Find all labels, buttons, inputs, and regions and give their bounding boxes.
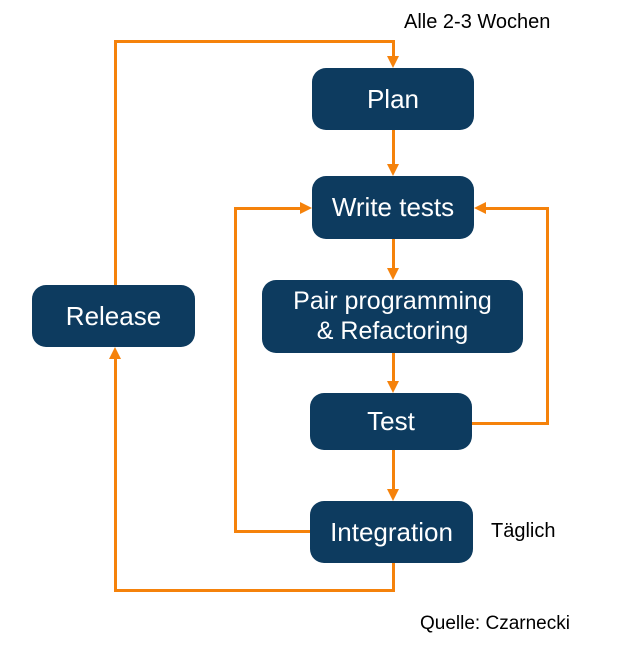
connector-segment bbox=[392, 239, 395, 269]
connector-segment bbox=[392, 40, 395, 58]
connector-segment bbox=[235, 530, 310, 533]
node-plan-label: Plan bbox=[366, 83, 420, 114]
arrowhead-down-icon bbox=[387, 56, 399, 68]
arrowhead-down-icon bbox=[387, 164, 399, 176]
arrowhead-down-icon bbox=[387, 268, 399, 280]
node-integration-label: Integration bbox=[330, 516, 453, 547]
node-pair-programming-label-line1: Pair programming bbox=[293, 287, 492, 315]
node-integration: Integration bbox=[310, 501, 473, 563]
node-write-tests: Write tests bbox=[312, 176, 474, 239]
connector-segment bbox=[392, 130, 395, 165]
arrowhead-down-icon bbox=[387, 381, 399, 393]
node-pair-programming-label-line2: & Refactoring bbox=[316, 316, 469, 345]
connector-segment bbox=[486, 207, 549, 210]
node-write-tests-label: Write tests bbox=[331, 192, 455, 223]
connector-segment bbox=[546, 207, 549, 425]
connector-segment bbox=[234, 207, 300, 210]
daily-label: Täglich bbox=[491, 520, 556, 542]
connector-segment bbox=[392, 353, 395, 382]
arrowhead-right-icon bbox=[300, 202, 312, 214]
connector-segment bbox=[392, 450, 395, 490]
node-release-label: Release bbox=[65, 300, 162, 331]
arrowhead-down-icon bbox=[387, 489, 399, 501]
connector-segment bbox=[114, 359, 117, 592]
connector-segment bbox=[114, 589, 395, 592]
node-release: Release bbox=[32, 285, 195, 347]
node-test-label: Test bbox=[367, 406, 415, 437]
arrowhead-left-icon bbox=[474, 202, 486, 214]
node-pair-programming: Pair programming & Refactoring bbox=[262, 280, 523, 353]
source-credit-label: Quelle: Czarnecki bbox=[420, 613, 570, 634]
connector-segment bbox=[234, 207, 237, 533]
connector-segment bbox=[392, 563, 395, 592]
connector-segment bbox=[114, 40, 117, 285]
node-plan: Plan bbox=[312, 68, 474, 130]
arrowhead-up-icon bbox=[109, 347, 121, 359]
node-test: Test bbox=[310, 393, 472, 450]
cycle-period-label: Alle 2-3 Wochen bbox=[404, 11, 551, 33]
connector-segment bbox=[114, 40, 395, 43]
connector-segment bbox=[472, 422, 549, 425]
